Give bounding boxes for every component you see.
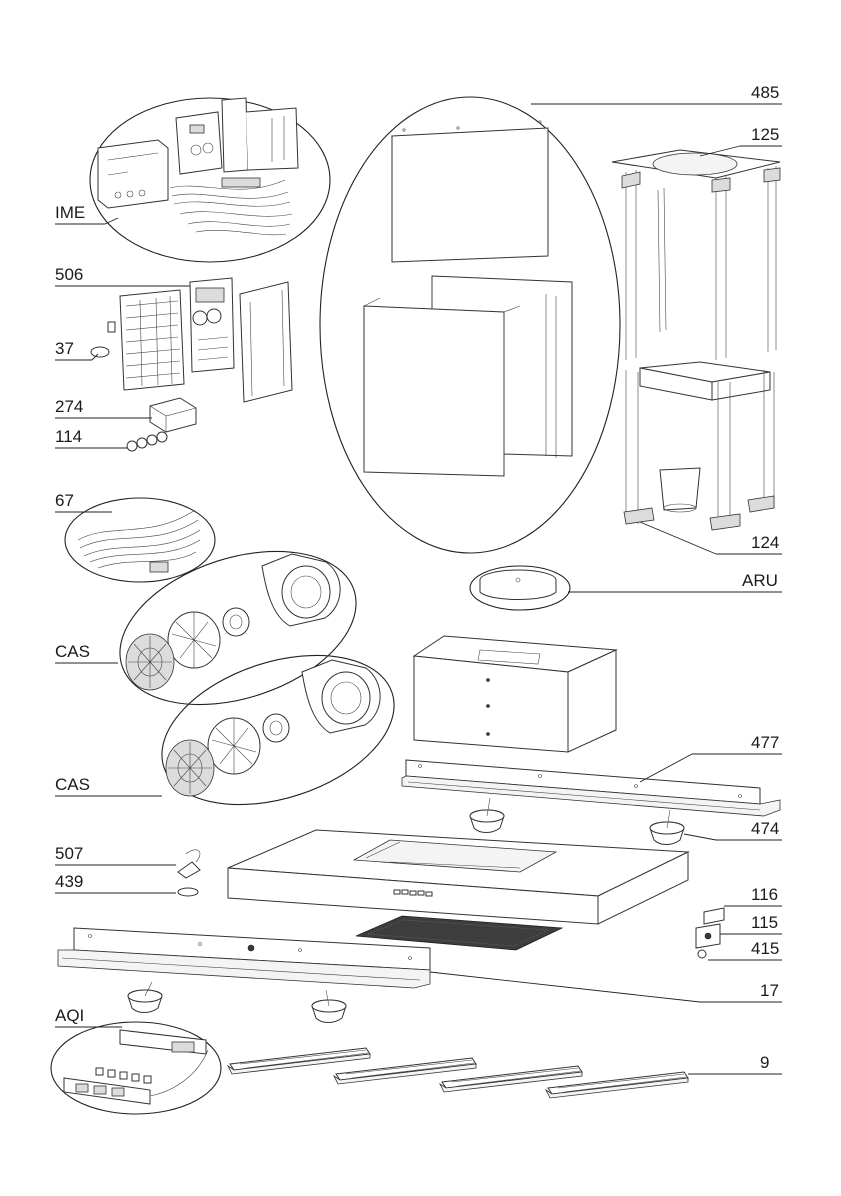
clip-part: [108, 322, 115, 332]
label-67: 67: [55, 491, 74, 510]
ime-group: [90, 98, 330, 262]
ring-439: [178, 888, 198, 896]
frame-124: [624, 362, 774, 530]
wire-ellipse: [65, 498, 215, 582]
motor-box: [414, 636, 616, 752]
label-415: 415: [751, 939, 779, 958]
frame-125: [612, 150, 780, 360]
ring-aru: [470, 566, 570, 610]
grille-panel: [120, 290, 184, 390]
label-cas-1: CAS: [55, 642, 90, 661]
label-115: 115: [751, 913, 778, 932]
clips-114: [127, 432, 167, 451]
label-477: 477: [751, 733, 779, 752]
label-125: 125: [751, 125, 779, 144]
label-507: 507: [55, 844, 83, 863]
filter-cover-group: [91, 278, 292, 451]
part-116: [704, 908, 724, 924]
label-114: 114: [55, 427, 82, 446]
wire-harness-67: [65, 498, 215, 582]
upper-chimney: [392, 128, 548, 262]
label-506: 506: [55, 265, 83, 284]
label-439: 439: [55, 872, 83, 891]
label-17: 17: [760, 981, 779, 1000]
filter-1: [228, 1048, 370, 1074]
lamp-507: [178, 850, 200, 878]
part-415: [698, 950, 706, 958]
label-aru: ARU: [742, 571, 778, 590]
mesh-filter: [356, 916, 562, 950]
ime-power-unit: [176, 112, 222, 174]
hood-body: [228, 830, 688, 924]
part-37: [91, 347, 109, 357]
part-115: [696, 924, 720, 948]
label-ime: IME: [55, 203, 85, 222]
label-aqi: AQI: [55, 1006, 84, 1025]
rail-477: [402, 760, 780, 816]
label-cas-2: CAS: [55, 775, 90, 794]
label-37: 37: [55, 339, 74, 358]
label-485: 485: [751, 83, 779, 102]
label-474: 474: [751, 819, 779, 838]
ime-bracket: [222, 98, 248, 172]
motor-box-front: [414, 656, 568, 752]
label-116: 116: [751, 885, 778, 904]
chimney-485: [320, 97, 620, 553]
motor-474-b: [650, 810, 684, 845]
aqi-group: [51, 1022, 221, 1114]
label-274: 274: [55, 397, 83, 416]
grease-filters-9: [228, 1048, 688, 1098]
ime-board: [98, 140, 168, 208]
motor-left-2: [312, 990, 346, 1023]
ime-terminal: [222, 178, 260, 187]
label-124: 124: [751, 533, 779, 552]
motor-left-1: [128, 982, 162, 1013]
lower-chimney-front: [364, 306, 504, 476]
box-274: [150, 398, 196, 432]
motor-474-a: [470, 798, 504, 833]
label-9: 9: [760, 1053, 769, 1072]
